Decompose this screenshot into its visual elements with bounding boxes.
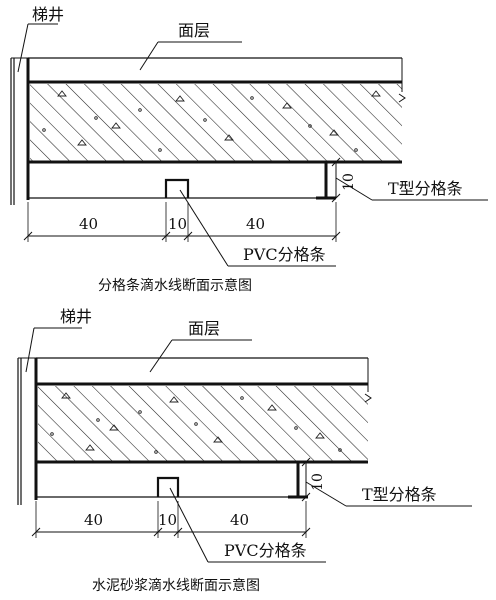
- dim-side-tick-bottom: [301, 492, 311, 502]
- aggregate-marks: [42, 90, 381, 152]
- dim-side-label: 10: [341, 173, 357, 191]
- t-strip-leader: [305, 481, 347, 507]
- dim-mid-label: 10: [168, 215, 187, 233]
- stair-label: 梯井: [32, 5, 64, 24]
- pvc-groove: [156, 476, 180, 497]
- diagram-1: 10 40 10 40 梯井 面层 T型分格条 PVC分格条 分格条滴水线断面示…: [10, 5, 488, 294]
- pvc-label: PVC分格条: [224, 541, 307, 560]
- surface-leader: [149, 339, 173, 373]
- stair-label: 梯井: [60, 307, 92, 326]
- stair-leader: [25, 327, 35, 373]
- dim-chain-ticks: [23, 231, 341, 241]
- break-mark: [364, 393, 372, 403]
- dim-side-tick-top: [331, 157, 341, 167]
- diagram-caption: 分格条滴水线断面示意图: [98, 277, 252, 294]
- pvc-label: PVC分格条: [243, 245, 326, 264]
- dim-side-tick-bottom: [331, 193, 341, 203]
- surface-leader: [139, 41, 159, 71]
- dim-left-label: 40: [84, 511, 103, 529]
- slab-hatch: [30, 84, 402, 161]
- t-strip-leader: [335, 177, 373, 201]
- t-strip-label: T型分格条: [362, 485, 437, 504]
- diagram-caption: 水泥砂浆滴水线断面示意图: [92, 577, 260, 594]
- dim-mid-label: 10: [158, 511, 177, 529]
- t-strip-label: T型分格条: [388, 179, 463, 198]
- dim-right-label: 40: [230, 511, 249, 529]
- stair-leader: [17, 23, 29, 73]
- dim-left-label: 40: [79, 215, 98, 233]
- pvc-leader: [169, 487, 209, 563]
- pvc-groove: [164, 178, 190, 198]
- aggregate-marks: [50, 392, 342, 454]
- pvc-leader: [179, 189, 229, 267]
- dim-side-tick-top: [301, 457, 311, 467]
- surface-label: 面层: [178, 21, 210, 40]
- slab-hatch: [38, 386, 368, 462]
- dim-side-label: 10: [310, 473, 326, 491]
- dim-right-label: 40: [246, 215, 265, 233]
- diagram-2: 10 40 10 40 梯井 面层 T型分格条 PVC分格条 水泥砂浆滴水线断面…: [17, 307, 472, 594]
- surface-label: 面层: [188, 319, 220, 338]
- break-mark: [398, 93, 406, 103]
- dim-chain-ticks: [31, 527, 311, 537]
